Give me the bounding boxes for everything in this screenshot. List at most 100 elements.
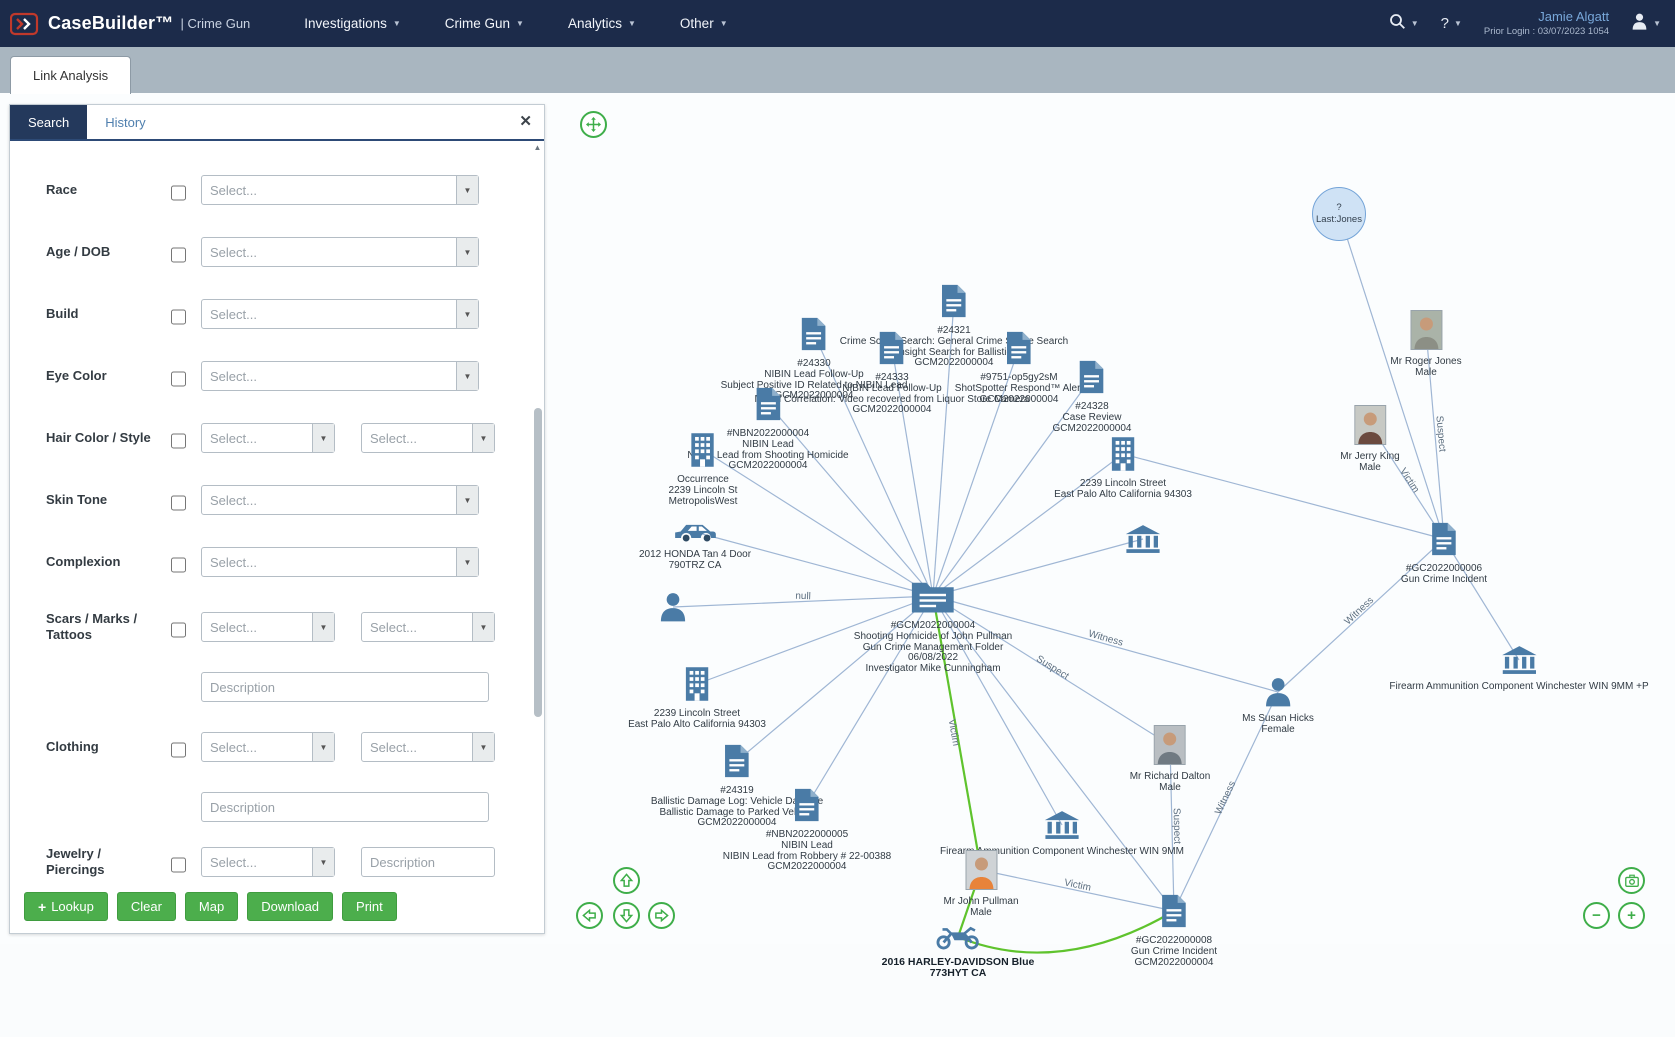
document-icon [753, 386, 783, 427]
download-button[interactable]: Download [247, 892, 334, 921]
node-ammo-9mm[interactable]: Firearm Ammunition Component Winchester … [940, 810, 1184, 858]
complexion-checkbox[interactable] [171, 557, 186, 573]
hair-style-select[interactable]: Select... ▼ [361, 423, 495, 453]
edge-label: Witness [1213, 780, 1238, 817]
zoom-in-button[interactable]: + [1618, 902, 1645, 929]
scrollbar-thumb[interactable] [534, 407, 542, 718]
age-dob-select[interactable]: Select... ▼ [201, 237, 479, 267]
menu-investigations[interactable]: Investigations ▼ [304, 16, 400, 31]
age-dob-checkbox[interactable] [171, 247, 186, 263]
graph-move-button[interactable] [580, 111, 607, 138]
tab-history[interactable]: History [87, 105, 163, 139]
menu-crime-gun[interactable]: Crime Gun ▼ [445, 16, 524, 31]
clothing-type-select[interactable]: Select... ▼ [201, 732, 335, 762]
search-menu[interactable]: ▼ [1389, 13, 1419, 35]
hair-color-select[interactable]: Select... ▼ [201, 423, 335, 453]
jewelry-checkbox[interactable] [171, 857, 186, 873]
field-row-race: Race Select... ▼ [10, 159, 530, 221]
scars-description-input[interactable] [201, 672, 489, 702]
node-label: Firearm Ammunition Component Winchester … [940, 846, 1184, 857]
pan-right-button[interactable] [648, 902, 675, 929]
chevron-down-icon: ▼ [472, 424, 494, 452]
bank-icon [1500, 645, 1538, 680]
chevron-down-icon: ▼ [456, 238, 478, 266]
pan-down-button[interactable] [613, 902, 640, 929]
scars-location-select[interactable]: Select... ▼ [361, 612, 495, 642]
jewelry-select[interactable]: Select... ▼ [201, 847, 335, 877]
hair-checkbox[interactable] [171, 433, 186, 449]
tab-link-analysis[interactable]: Link Analysis [10, 56, 132, 94]
chevron-down-icon: ▼ [312, 424, 334, 452]
chevron-down-icon: ▼ [456, 486, 478, 514]
print-button[interactable]: Print [342, 892, 397, 921]
clothing-checkbox[interactable] [171, 742, 186, 758]
scroll-up-icon[interactable]: ▲ [533, 143, 542, 152]
menu-other[interactable]: Other ▼ [680, 16, 728, 31]
scars-checkbox[interactable] [171, 622, 186, 638]
jewelry-description-input[interactable] [361, 847, 495, 877]
graph-edge [932, 453, 1124, 597]
snapshot-button[interactable] [1618, 867, 1645, 894]
field-label-complexion: Complexion [46, 553, 121, 569]
build-checkbox[interactable] [171, 309, 186, 325]
node-institution-1[interactable] [1124, 524, 1162, 559]
scars-type-select[interactable]: Select... ▼ [201, 612, 335, 642]
eye-color-select[interactable]: Select... ▼ [201, 361, 479, 391]
field-label-build: Build [46, 305, 79, 321]
folder-icon [911, 578, 955, 619]
pan-up-button[interactable] [613, 867, 640, 894]
select-value: Select... [210, 306, 257, 322]
user-menu[interactable]: ▼ [1631, 13, 1661, 35]
map-button[interactable]: Map [184, 892, 239, 921]
panel-scrollbar[interactable]: ▲ [532, 143, 543, 879]
clear-button[interactable]: Clear [116, 892, 176, 921]
skin-tone-checkbox[interactable] [171, 495, 186, 511]
build-select[interactable]: Select... ▼ [201, 299, 479, 329]
race-select[interactable]: Select... ▼ [201, 175, 479, 205]
tab-search[interactable]: Search [10, 105, 88, 139]
zoom-out-button[interactable]: − [1583, 902, 1610, 929]
complexion-select[interactable]: Select... ▼ [201, 547, 479, 577]
help-menu[interactable]: ? ▼ [1441, 15, 1462, 32]
node-last-jones[interactable]: ?Last:Jones [1312, 187, 1366, 241]
clothing-color-select[interactable]: Select... ▼ [361, 732, 495, 762]
eye-color-checkbox[interactable] [171, 371, 186, 387]
node-person-unknown[interactable] [659, 592, 687, 627]
graph-edge [1425, 329, 1445, 540]
menu-analytics[interactable]: Analytics ▼ [568, 16, 636, 31]
photo-icon [1409, 310, 1442, 355]
select-value: Select... [210, 854, 257, 870]
clothing-description-input[interactable] [201, 792, 489, 822]
skin-tone-select[interactable]: Select... ▼ [201, 485, 479, 515]
lookup-button[interactable]: +Lookup [24, 892, 108, 921]
pan-left-button[interactable] [576, 902, 603, 929]
close-icon[interactable]: ✕ [519, 113, 532, 130]
graph-edge [931, 595, 983, 871]
node-ammo-9mm-p[interactable]: Firearm Ammunition Component Winchester … [1389, 645, 1649, 693]
field-label-race: Race [46, 181, 78, 197]
document-icon [877, 330, 907, 371]
race-checkbox[interactable] [171, 185, 186, 201]
